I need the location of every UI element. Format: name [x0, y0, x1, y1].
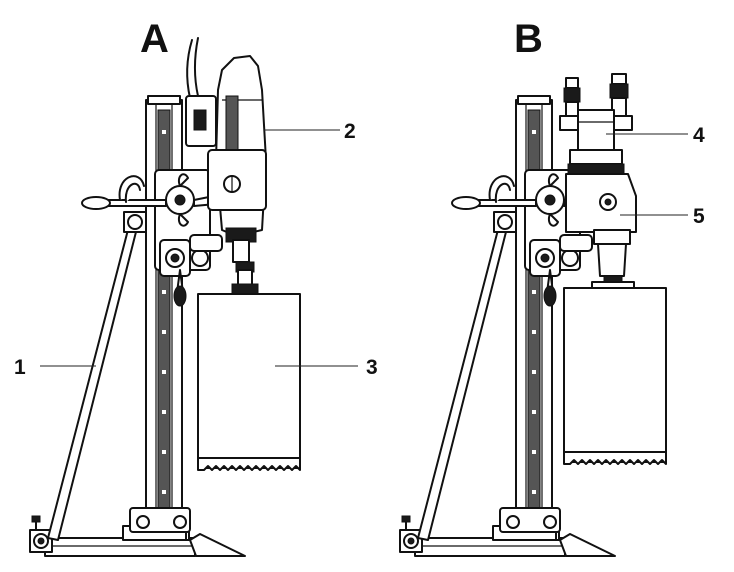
panel-label-b: B — [514, 17, 543, 61]
drill-motor — [185, 37, 267, 263]
panel-b: B 4 5 — [399, 17, 705, 557]
core-bit — [197, 261, 301, 471]
panel-a: A 1 2 3 — [14, 17, 378, 557]
callout-2: 2 — [344, 120, 356, 143]
callout-1: 1 — [14, 356, 26, 379]
core-bit-b — [563, 281, 667, 465]
panel-label-a: A — [140, 17, 169, 61]
hydraulic-motor — [559, 73, 633, 175]
callout-4: 4 — [693, 124, 705, 147]
callout-5: 5 — [693, 205, 705, 228]
gearbox — [565, 173, 637, 287]
callout-3: 3 — [366, 356, 378, 379]
